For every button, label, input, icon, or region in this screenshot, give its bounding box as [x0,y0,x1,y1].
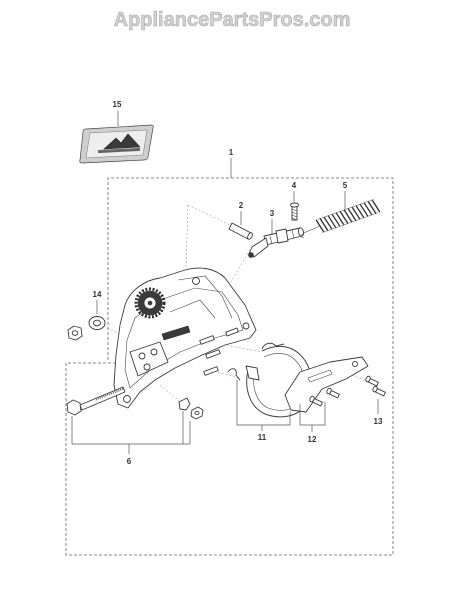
washer-hole [93,319,101,327]
screw-4-thread [291,208,298,221]
band-end-bracket [245,365,260,381]
spring-coils [315,199,381,233]
housing-outline [113,267,257,409]
callout-6: 6 [127,457,132,466]
bracket-11 [236,380,291,431]
callout-14: 14 [93,290,102,299]
lever-shaft-detail [269,229,295,245]
callout-3: 3 [270,209,275,218]
housing-stud-a [199,335,215,345]
clip-axis-line [159,384,184,405]
clip-nut-bore [194,410,200,416]
screw-12-a-head [309,395,315,403]
stud-axis-line-b [217,371,239,379]
bracket-part-12 [284,356,369,413]
pin-axis-line [187,204,233,227]
mount-hole-top [192,277,200,285]
housing-recess [124,287,244,389]
screw-13-a-head [365,375,371,383]
sprocket-teeth [134,287,166,319]
lever-collar [275,228,289,244]
bracket-plate [284,356,369,413]
callout-2: 2 [239,201,244,210]
housing-rib [169,275,233,319]
lever-knob [248,252,254,258]
spring-hook [301,225,321,239]
bracket-6 [71,411,191,454]
site-watermark: AppliancePartsPros.com [114,9,351,31]
cutout-hole-c [143,363,151,371]
callout-15: 15 [113,100,122,109]
housing-stud-b [205,349,221,359]
cutout-hole-a [138,352,146,360]
bracket-hole [352,361,358,367]
sprocket-bore [147,300,153,306]
callout-11: 11 [258,433,267,442]
decal-part-15 [79,124,154,164]
clutch-cover-housing [113,267,257,409]
bolt-head [66,399,82,416]
housing-stud-d [225,327,239,337]
band-clip-wire [227,368,241,381]
bracket-slot [307,369,333,383]
lever-part-3 [248,227,305,258]
bolt-shaft [79,386,126,411]
screws-part-13 [365,375,386,397]
screw-4-head [290,202,299,208]
callout-4: 4 [292,181,297,190]
screw-part-4 [290,202,299,221]
nut-washer-part-14 [67,316,106,341]
screw-13-b-head [372,385,378,393]
housing-stud-c [203,366,219,376]
callout-12: 12 [308,435,317,444]
mount-hole-bottom [123,395,131,403]
pin-part-2 [228,222,253,240]
screw-12-b-head [326,387,332,395]
bracket-12 [299,402,326,432]
housing-slot [161,325,191,341]
cutout-hole-b [150,348,158,356]
bolt-part-6 [66,386,204,420]
vertical-axis-line [185,204,189,269]
decal-logo-mark [103,133,141,150]
housing-cutout [129,341,169,377]
mount-hole-right [242,322,250,330]
pin-end [247,232,253,240]
assembly-boundary [65,177,394,556]
nut-bore [71,330,79,336]
clip-tab [178,397,191,411]
spring-part-5 [301,199,381,239]
callout-13: 13 [374,417,383,426]
decal-logo-band [97,147,141,154]
callout-5: 5 [343,181,348,190]
band-spring-wire [261,342,285,350]
callout-1: 1 [229,148,234,157]
